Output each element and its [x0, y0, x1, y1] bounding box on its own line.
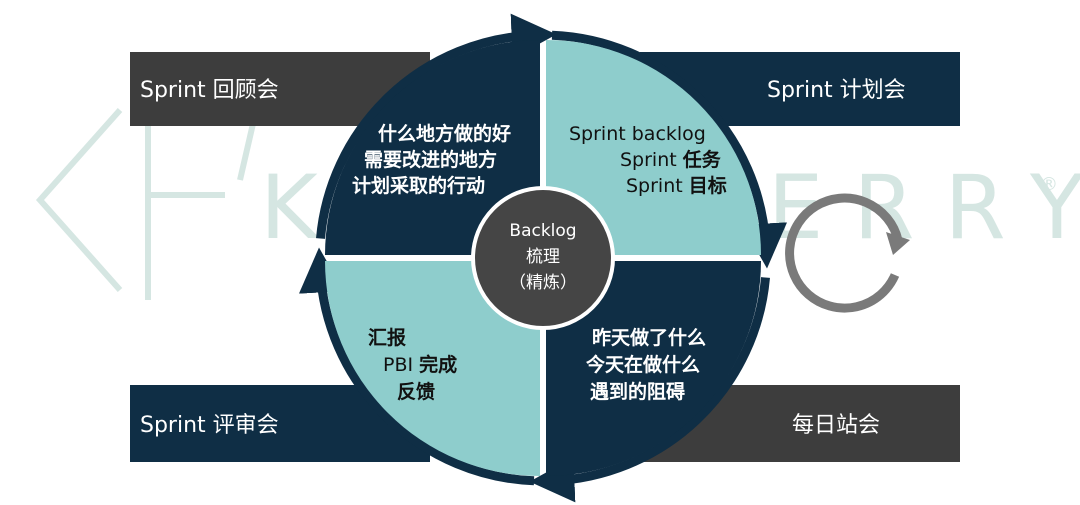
arc-bottom-right-arrow-icon: [529, 277, 770, 503]
banner-daily-label: 每日站会: [792, 413, 880, 438]
watermark-logo: [35, 108, 258, 300]
center-line-3: （精炼）: [509, 273, 577, 293]
retro-line-3: 计划采取的行动: [352, 174, 485, 197]
arc-top-left-arrow-icon: [316, 13, 557, 239]
arc-bottom-left-arrow-icon: [298, 247, 535, 486]
planning-line-2: Sprint 任务: [620, 148, 722, 171]
quadrant-bottom-right-text: 昨天做了什么 今天在做什么 遇到的阻碍: [585, 326, 706, 403]
planning-line-1: Sprint backlog: [569, 123, 706, 145]
quadrant-top-right-text: Sprint backlog Sprint 任务 Sprint 目标: [569, 123, 727, 197]
planning-line-3: Sprint 目标: [626, 175, 727, 197]
daily-line-2: 今天在做什么: [585, 353, 700, 376]
review-line-3: 反馈: [397, 380, 435, 403]
quadrant-bottom-left: [325, 261, 540, 476]
banner-retrospective-label: Sprint 回顾会: [140, 78, 279, 103]
arc-top-right-arrow-icon: [551, 30, 788, 269]
daily-line-1: 昨天做了什么: [592, 326, 706, 349]
quadrant-top-left: [325, 40, 540, 255]
banner-planning-label: Sprint 计划会: [767, 78, 906, 103]
review-line-1: 汇报: [368, 326, 406, 349]
daily-line-3: 遇到的阻碍: [590, 380, 685, 403]
retro-line-2: 需要改进的地方: [364, 148, 497, 171]
center-backlog-refinement: Backlog 梳理 （精炼）: [471, 186, 615, 330]
quadrant-bottom-right: [546, 261, 761, 476]
center-line-2: 梳理: [526, 247, 560, 267]
quadrant-top-right: [546, 40, 761, 255]
cycle-arrow-icon: [785, 193, 910, 313]
quadrants: [325, 40, 761, 476]
banner-review-label: Sprint 评审会: [140, 413, 279, 438]
quadrant-bottom-left-text: 汇报 PBI 完成 反馈: [368, 326, 457, 403]
review-line-2: PBI 完成: [383, 353, 457, 376]
quadrant-top-left-text: 什么地方做的好 需要改进的地方 计划采取的行动: [352, 122, 511, 197]
center-line-1: Backlog: [509, 221, 576, 241]
retro-line-1: 什么地方做的好: [378, 122, 511, 145]
cycle-arrows: [298, 13, 788, 503]
watermark-registered-mark: ®: [1040, 174, 1058, 195]
